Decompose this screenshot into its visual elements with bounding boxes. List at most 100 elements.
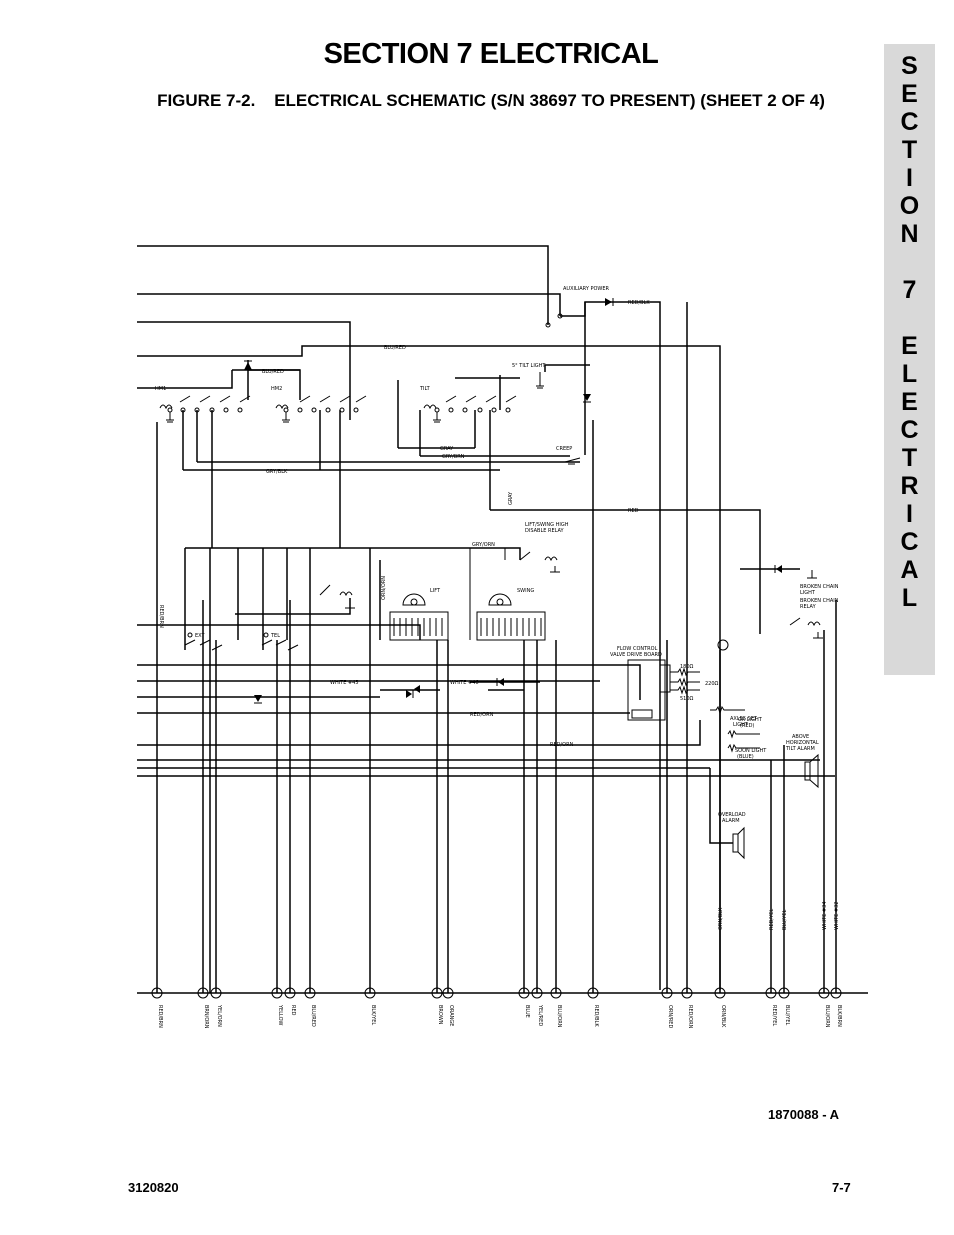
svg-text:HM1: HM1 [155, 386, 166, 392]
bottom-connector-bus [137, 302, 868, 994]
wire-label: BROWN [437, 1005, 443, 1025]
wire-label: BLU/RED [310, 1005, 316, 1027]
switch-tilt: TILT [419, 386, 517, 423]
svg-text:VALVE DRIVE BOARD: VALVE DRIVE BOARD [610, 652, 662, 658]
svg-text:RED/BLK: RED/BLK [628, 300, 650, 306]
side-tab-letter: C [900, 528, 919, 556]
svg-text:TILT: TILT [419, 386, 431, 392]
svg-text:(BLUE): (BLUE) [737, 754, 754, 760]
svg-text:CREEP: CREEP [556, 446, 572, 452]
flow-control-board: FLOW CONTROL VALVE DRIVE BOARD 180Ω 220Ω… [610, 646, 719, 721]
side-tab-letter: E [901, 80, 918, 108]
side-tab-letter: E [901, 388, 918, 416]
side-tab-letter: L [901, 360, 918, 388]
svg-text:ALARM: ALARM [722, 818, 740, 824]
aux-power-area: AUXILIARY POWER RED/BLK BLU/RED BLU/RED … [262, 286, 650, 514]
axles-set-light: AXLES SET LIGHT OK LIGHT (RED) SOON LIGH… [710, 705, 767, 760]
svg-text:LIGHT: LIGHT [800, 590, 816, 596]
svg-text:DISABLE RELAY: DISABLE RELAY [525, 528, 565, 534]
wire-label: ORANGE [448, 1005, 454, 1026]
svg-text:SWING: SWING [517, 588, 534, 594]
svg-text:5° TILT LIGHT: 5° TILT LIGHT [512, 363, 546, 369]
bottom-connectors [151, 987, 842, 999]
svg-text:TILT ALARM: TILT ALARM [785, 746, 815, 752]
switch-hm2: HM2 [271, 386, 367, 423]
diodes [244, 298, 800, 704]
side-tab-letter: E [901, 332, 918, 360]
lift-swing-relay: LIFT/SWING HIGH DISABLE RELAY GRY/ORN [469, 522, 569, 640]
white-45-label: WHITE #45 [330, 680, 359, 686]
section-title: SECTION 7 ELECTRICAL [323, 38, 659, 70]
svg-text:BLU/RED: BLU/RED [384, 345, 406, 351]
svg-text:ORN/BLK: ORN/BLK [718, 907, 724, 930]
wire-label: BLK/BRN [836, 1005, 842, 1027]
side-tab-letter: N [900, 220, 919, 248]
svg-text:GRY/BRN: GRY/BRN [442, 454, 465, 460]
svg-text:RED: RED [628, 508, 639, 514]
wire-label: BRN/ORN [203, 1005, 209, 1029]
ext-switch: EXT [184, 632, 223, 651]
lift-connector: LIFT [389, 588, 449, 641]
side-tab-letter: C [900, 416, 919, 444]
svg-text:SOON LIGHT: SOON LIGHT [735, 748, 767, 754]
swing-connector: SWING [476, 588, 546, 641]
svg-text:GRAY: GRAY [508, 491, 514, 505]
svg-text:BROKEN CHAIN: BROKEN CHAIN [800, 598, 839, 604]
svg-text:WHITE #34: WHITE #34 [822, 901, 828, 930]
svg-text:ABOVE: ABOVE [792, 734, 809, 740]
svg-text:BROKEN CHAIN: BROKEN CHAIN [800, 584, 839, 590]
svg-text:GRY/BLK: GRY/BLK [266, 469, 288, 475]
wire-label: BLU/ORN [556, 1005, 562, 1028]
red-orn-label-2: RED/ORN [550, 742, 574, 748]
svg-text:AXLES SET: AXLES SET [730, 716, 758, 722]
switch-hm1: HM1 [155, 386, 251, 423]
side-tab-letter: A [900, 556, 919, 584]
overload-alarm-horn: OVERLOAD ALARM [709, 768, 746, 860]
wire-label: BLU/YEL [784, 1005, 790, 1026]
relay-87: ORN/ORN [319, 560, 387, 640]
svg-text:GRAY: GRAY [440, 446, 454, 452]
side-tab-letter: I [906, 500, 913, 528]
svg-text:LIGHT: LIGHT [733, 722, 749, 728]
wire-label: BLUE [524, 1005, 530, 1018]
svg-text:HORIZONTAL: HORIZONTAL [786, 740, 819, 746]
side-tab-letter: 7 [902, 276, 917, 304]
svg-text:RED/YEL: RED/YEL [769, 909, 775, 930]
white-46-label: WHITE #46 [450, 680, 479, 686]
wire-label: RED [290, 1005, 296, 1016]
side-tab-letter: O [899, 192, 920, 220]
side-tab-letter: L [901, 584, 918, 612]
wire-label: RED/YEL [771, 1005, 777, 1026]
wire-label: YEL/RED [537, 1004, 543, 1026]
red-brn-label: RED/BRN [158, 605, 164, 628]
svg-text:WHITE #32: WHITE #32 [834, 901, 840, 930]
svg-text:OVERLOAD: OVERLOAD [718, 812, 746, 818]
side-tab-letter: R [900, 472, 919, 500]
section-side-tab: S E C T I O N 7 E L E C T R I C A L [884, 44, 935, 675]
svg-text:BLU/RED: BLU/RED [262, 369, 284, 375]
wire-label: ORN/BLK [720, 1005, 726, 1028]
svg-text:RELAY: RELAY [800, 604, 817, 610]
side-tab-letter: I [906, 164, 913, 192]
svg-text:OK LIGHT: OK LIGHT [738, 717, 763, 723]
wire-label: YELLOW [277, 1004, 283, 1026]
wire-label: BLK/YEL [370, 1005, 376, 1025]
svg-text:LIFT/SWING HIGH: LIFT/SWING HIGH [525, 522, 569, 528]
svg-text:ORN/ORN: ORN/ORN [381, 576, 387, 600]
svg-text:FLOW CONTROL: FLOW CONTROL [617, 646, 658, 652]
svg-text:AUXILIARY POWER: AUXILIARY POWER [563, 286, 610, 292]
figure-title: FIGURE 7-2. ELECTRICAL SCHEMATIC (S/N 38… [157, 91, 825, 110]
side-tab-letter: T [901, 444, 918, 472]
svg-text:510Ω: 510Ω [680, 696, 694, 702]
horizontal-wires [137, 245, 835, 990]
svg-text:180Ω: 180Ω [680, 664, 694, 670]
svg-text:TEL: TEL [270, 633, 280, 639]
svg-text:BLU/YEL: BLU/YEL [782, 909, 788, 930]
tilt-alarm-horn: ABOVE HORIZONTAL TILT ALARM [785, 734, 819, 789]
page-number: 7-7 [832, 1180, 851, 1195]
switch-wiring [211, 302, 586, 548]
wire-label: YEL/ORN [216, 1004, 222, 1027]
drawing-number: 1870088 - A [768, 1107, 840, 1122]
side-tab-letter: C [900, 108, 919, 136]
